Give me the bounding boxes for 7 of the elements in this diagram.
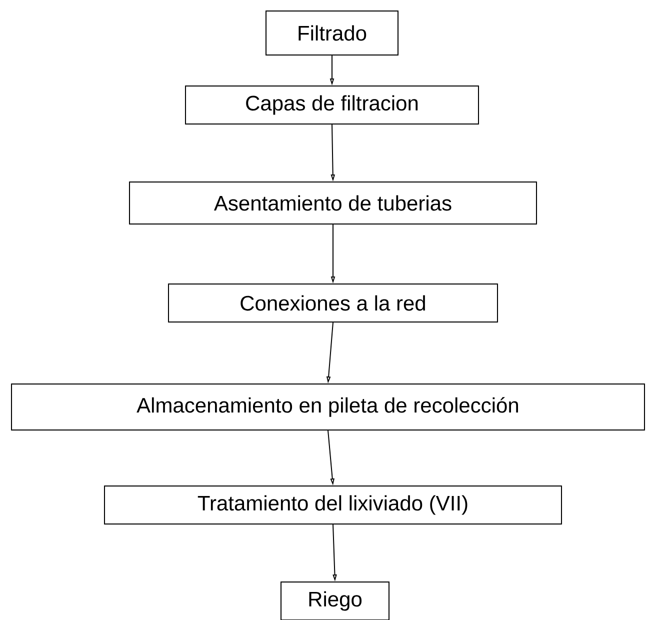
process-box: Capas de filtracion xyxy=(185,86,479,124)
process-box: Riego xyxy=(280,582,390,620)
process-box: Tratamiento del lixiviado (VII) xyxy=(104,486,562,524)
process-box: Filtrado xyxy=(266,10,398,56)
process-box: Conexiones a la red xyxy=(168,284,498,322)
process-box: Asentamiento de tuberias xyxy=(129,182,537,224)
process-box: Almacenamiento en pileta de recolección xyxy=(11,384,645,430)
